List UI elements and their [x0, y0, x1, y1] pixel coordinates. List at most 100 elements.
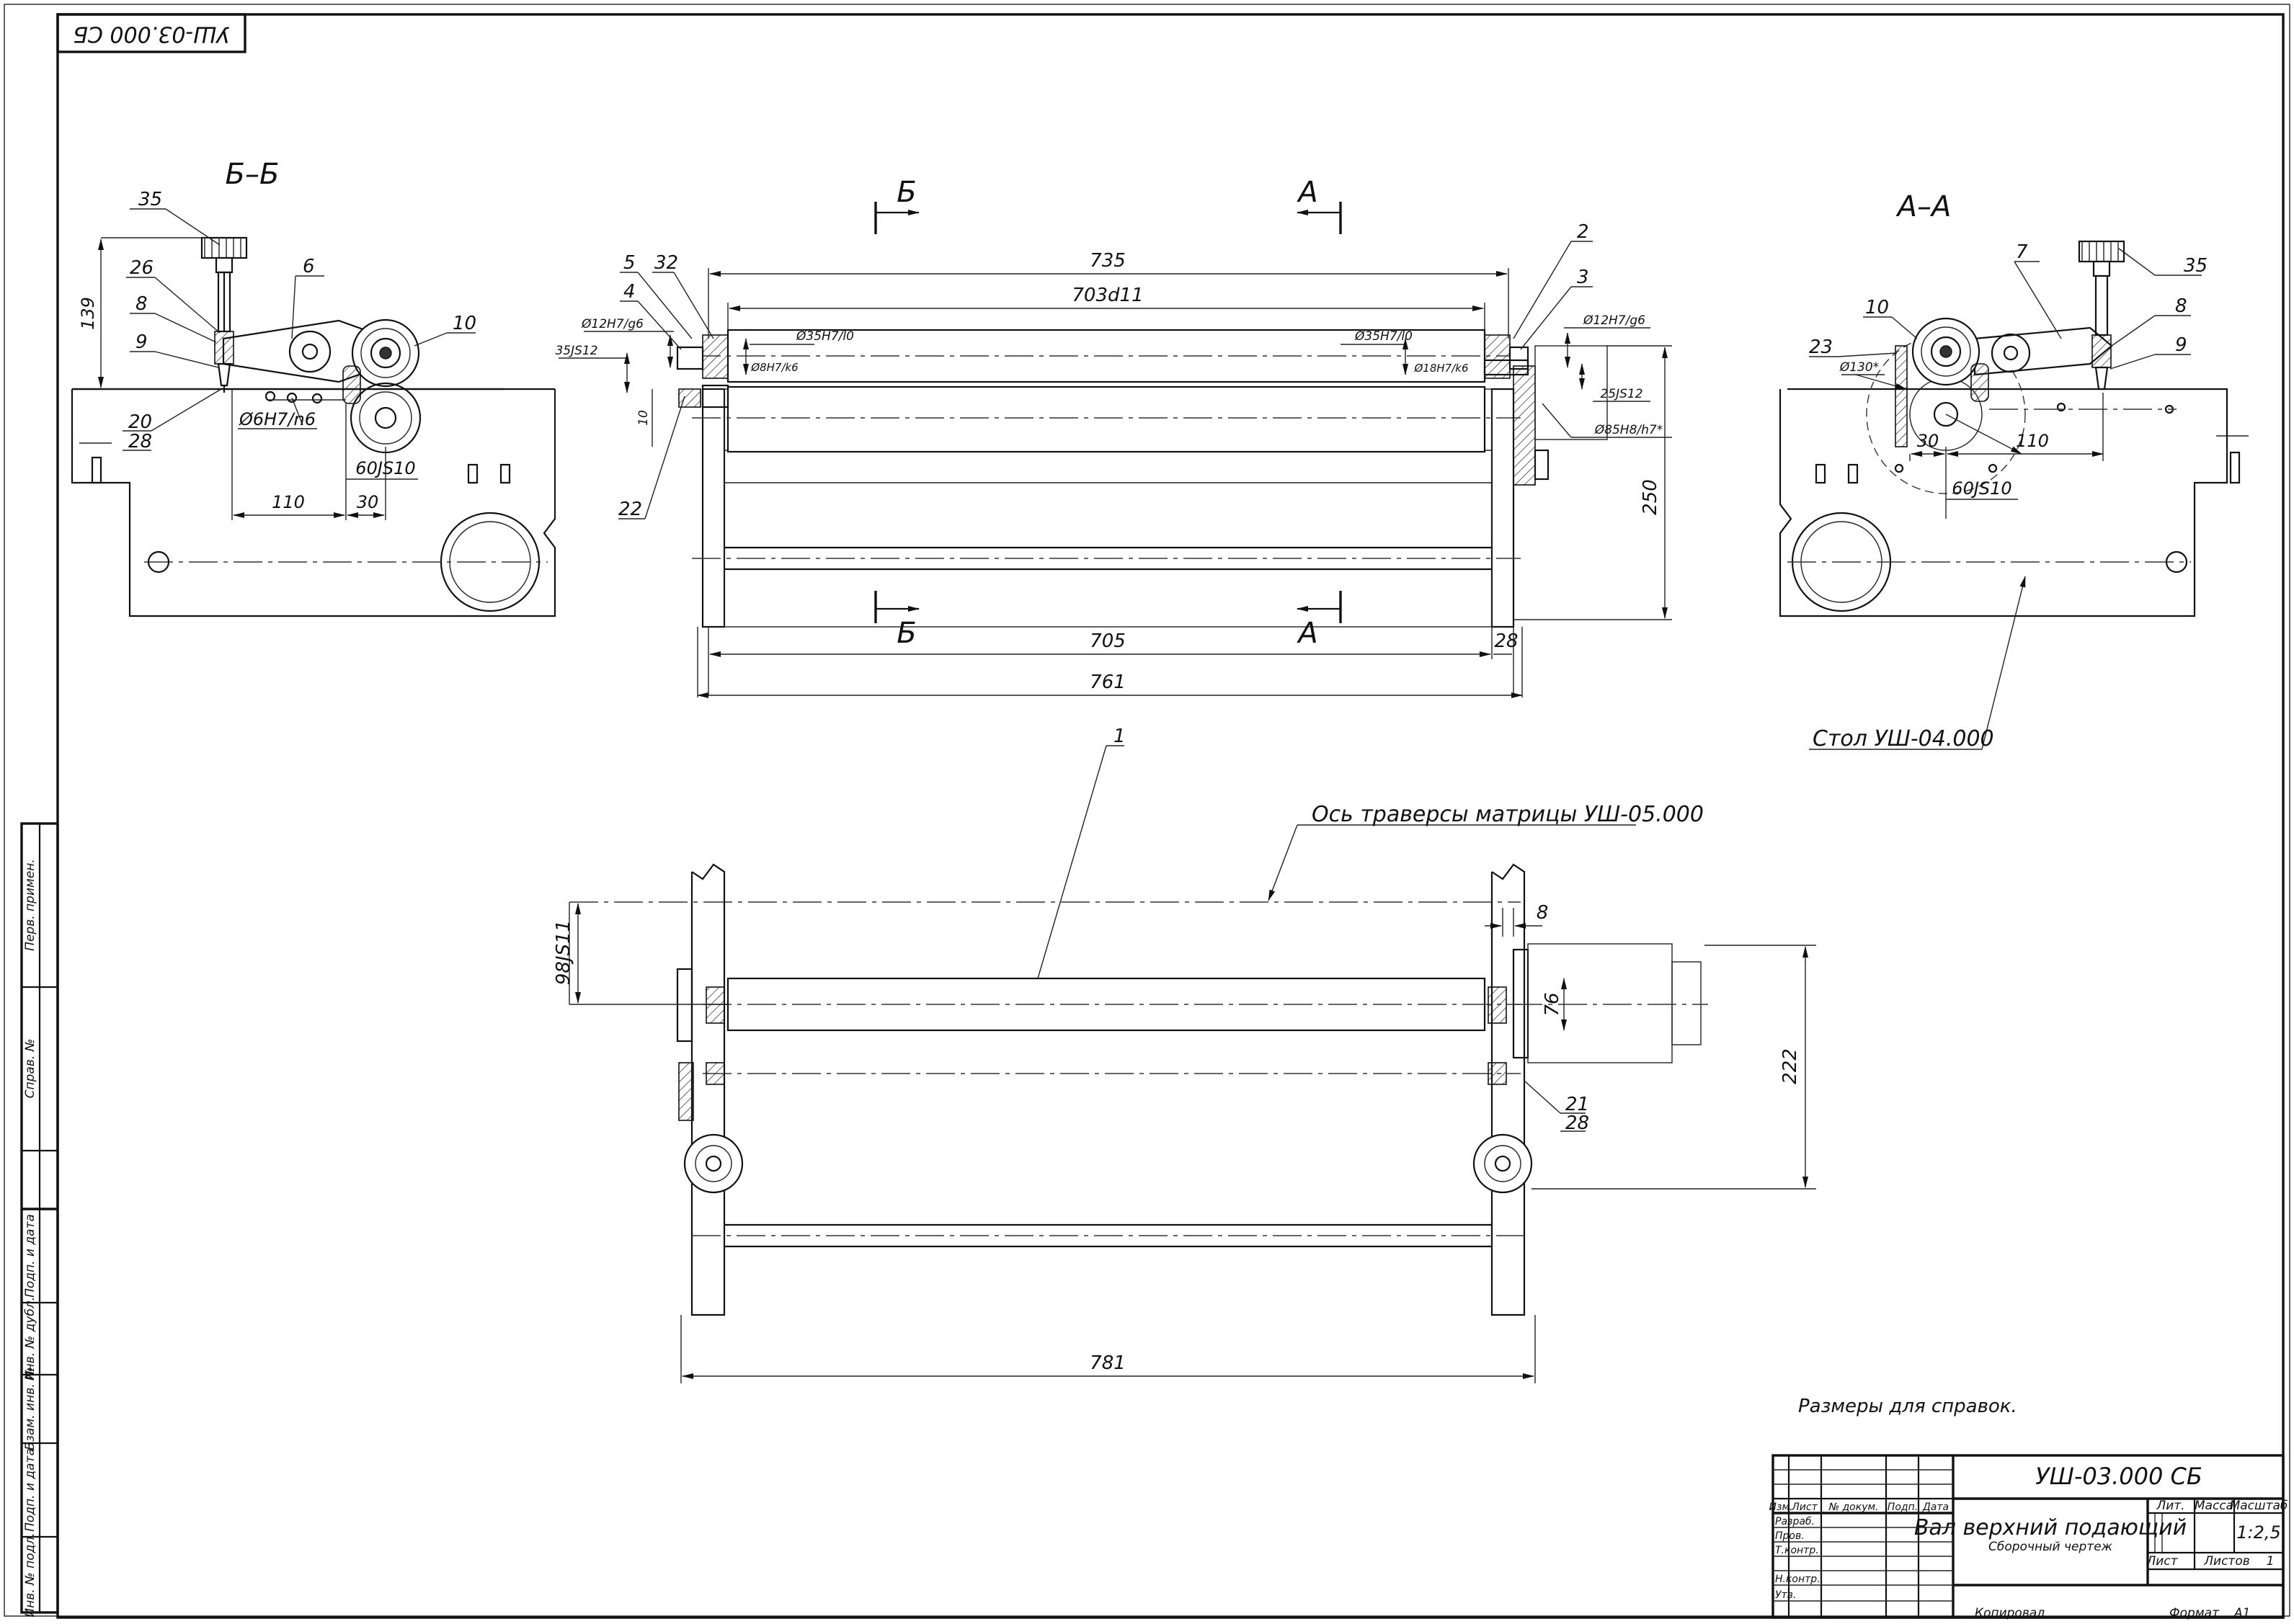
balloon-9: 9 [2175, 334, 2187, 356]
fit-label: Ø35H7/l0 [796, 329, 854, 344]
tb-sheets-label: Листов [2203, 1554, 2250, 1569]
side-stamp-field: Инв. № подл. [23, 1532, 37, 1617]
balloon-3: 3 [1577, 267, 1589, 288]
balloon-21: 21 [1565, 1094, 1589, 1115]
section-aa-title: А–А [1895, 190, 1952, 223]
cut-label-a: А [1296, 617, 1317, 650]
fit-label: Ø35H7/l0 [1354, 329, 1413, 344]
tb-scale-value: 1:2,5 [2236, 1522, 2281, 1543]
corner-stamp-text: УШ-03.000 СБ [73, 22, 229, 47]
balloon-22: 22 [618, 499, 642, 520]
dim-label: 222 [1779, 1048, 1801, 1084]
fit-label: Ø130* [1839, 360, 1879, 375]
balloon-6: 6 [303, 256, 315, 277]
tb-sheets-value: 1 [2267, 1554, 2275, 1569]
fit-label: Ø85H8/h7* [1594, 423, 1663, 437]
copied-label: Копировал [1975, 1606, 2045, 1620]
dim-label: 10 [636, 410, 651, 426]
balloon-35: 35 [2184, 255, 2208, 277]
fit-label: Ø18H7/k6 [1414, 362, 1469, 375]
dim-label: 110 [2016, 431, 2049, 451]
axis-label: Ось траверсы матрицы УШ-05.000 [1312, 802, 1704, 827]
dim-label: 28 [1494, 630, 1518, 652]
tb-lit-label: Лит. [2156, 1499, 2184, 1513]
balloon-28: 28 [1565, 1112, 1589, 1134]
balloon-8: 8 [135, 293, 148, 315]
cut-label-b: Б [897, 617, 916, 650]
side-stamp: Перв. примен. Справ. № Подп. и дата Инв.… [20, 822, 59, 1618]
tb-scale-label: Масштаб [2230, 1499, 2288, 1513]
tb-sheet-label: Лист [2146, 1554, 2178, 1569]
dim-label: 30 [1917, 431, 1939, 451]
tb-col-header: Лист [1791, 1502, 1818, 1513]
tb-col-header: Изм. [1769, 1502, 1793, 1513]
balloon-20: 20 [128, 411, 152, 433]
balloon-1: 1 [1113, 726, 1126, 747]
tb-designation: УШ-03.000 СБ [2035, 1463, 2202, 1490]
dim-label: 60JS10 [355, 458, 415, 478]
sheet-frame [4, 4, 2290, 1619]
balloon-10: 10 [1865, 297, 1889, 318]
balloon-28: 28 [128, 431, 152, 452]
fit-label: Ø12H7/g6 [581, 317, 644, 331]
dim-label: 8 [1537, 902, 1549, 924]
format-label: Формат [2169, 1606, 2220, 1620]
balloon-5: 5 [623, 252, 636, 274]
side-stamp-field: Подп. и дата [23, 1214, 37, 1298]
balloon-8: 8 [2175, 295, 2187, 317]
tb-role: Н.контр. [1775, 1574, 1820, 1585]
tb-role: Разраб. [1775, 1516, 1815, 1527]
side-stamp-field: Справ. № [23, 1039, 37, 1099]
balloon-2: 2 [1577, 221, 1589, 243]
corner-stamp: УШ-03.000 СБ [56, 13, 246, 53]
top-view: 1 Ось траверсы матрицы УШ-05.000 [553, 726, 1816, 1383]
title-block: Лит. Масса Масштаб 1:2,5 Лист Листов 1 У… [1769, 1454, 2288, 1619]
fit-label: Ø12H7/g6 [1583, 313, 1645, 328]
tb-col-header: Дата [1922, 1502, 1949, 1513]
dim-label: 781 [1090, 1352, 1126, 1374]
cut-label-a: А [1296, 176, 1317, 209]
tb-name: Вал верхний подающий [1914, 1515, 2187, 1540]
format-value: А1 [2233, 1606, 2250, 1620]
dim-label: 761 [1090, 672, 1126, 693]
balloon-23: 23 [1809, 336, 1833, 358]
section-bb-title: Б–Б [226, 158, 280, 191]
balloon-35: 35 [138, 189, 162, 210]
balloon-32: 32 [654, 252, 678, 274]
dim-label: 30 [357, 492, 379, 512]
tb-role: Т.контр. [1775, 1545, 1819, 1556]
side-stamp-field: Перв. примен. [23, 859, 37, 951]
drawing-notes: Размеры для справок. [1798, 1396, 2017, 1417]
dim-label: 139 [78, 297, 98, 330]
dim-label: 110 [272, 492, 305, 512]
dim-label: 98JS11 [553, 920, 574, 985]
fit-label: 35JS12 [555, 344, 597, 358]
balloon-26: 26 [130, 257, 154, 279]
dim-label: 735 [1090, 250, 1126, 272]
side-stamp-field: Взам. инв. № [23, 1367, 37, 1450]
tb-role: Утв. [1775, 1589, 1796, 1601]
front-view: 250 735 703d11 Ø35H7/l0 Ø35H7/l0 Ø8H7/k6… [555, 176, 1672, 698]
balloon-7: 7 [2016, 241, 2028, 263]
tb-col-header: Подп. [1888, 1502, 1918, 1513]
dim-label: 76 [1542, 992, 1563, 1016]
tb-mass-label: Масса [2195, 1499, 2233, 1513]
fit-label: Ø8H7/k6 [750, 361, 798, 374]
dim-label: 60JS10 [1952, 478, 2011, 499]
tb-role: Пров. [1775, 1530, 1805, 1542]
balloon-4: 4 [623, 281, 636, 303]
side-stamp-field: Инв. № дубл. [23, 1297, 37, 1380]
table-label: Стол УШ-04.000 [1813, 726, 1994, 751]
balloon-9: 9 [135, 331, 148, 353]
dim-label: 250 [1640, 479, 1661, 515]
dim-label: 703d11 [1072, 285, 1143, 306]
side-stamp-field: Подп. и дата [23, 1448, 37, 1532]
fit-label: Ø6H7/n6 [239, 409, 316, 429]
balloon-10: 10 [453, 313, 476, 334]
tb-doc-type: Сборочный чертеж [1988, 1540, 2113, 1554]
tb-col-header: № докум. [1828, 1502, 1878, 1513]
section-aa-view: А–А [1779, 190, 2249, 751]
dim-label: 705 [1090, 630, 1126, 652]
